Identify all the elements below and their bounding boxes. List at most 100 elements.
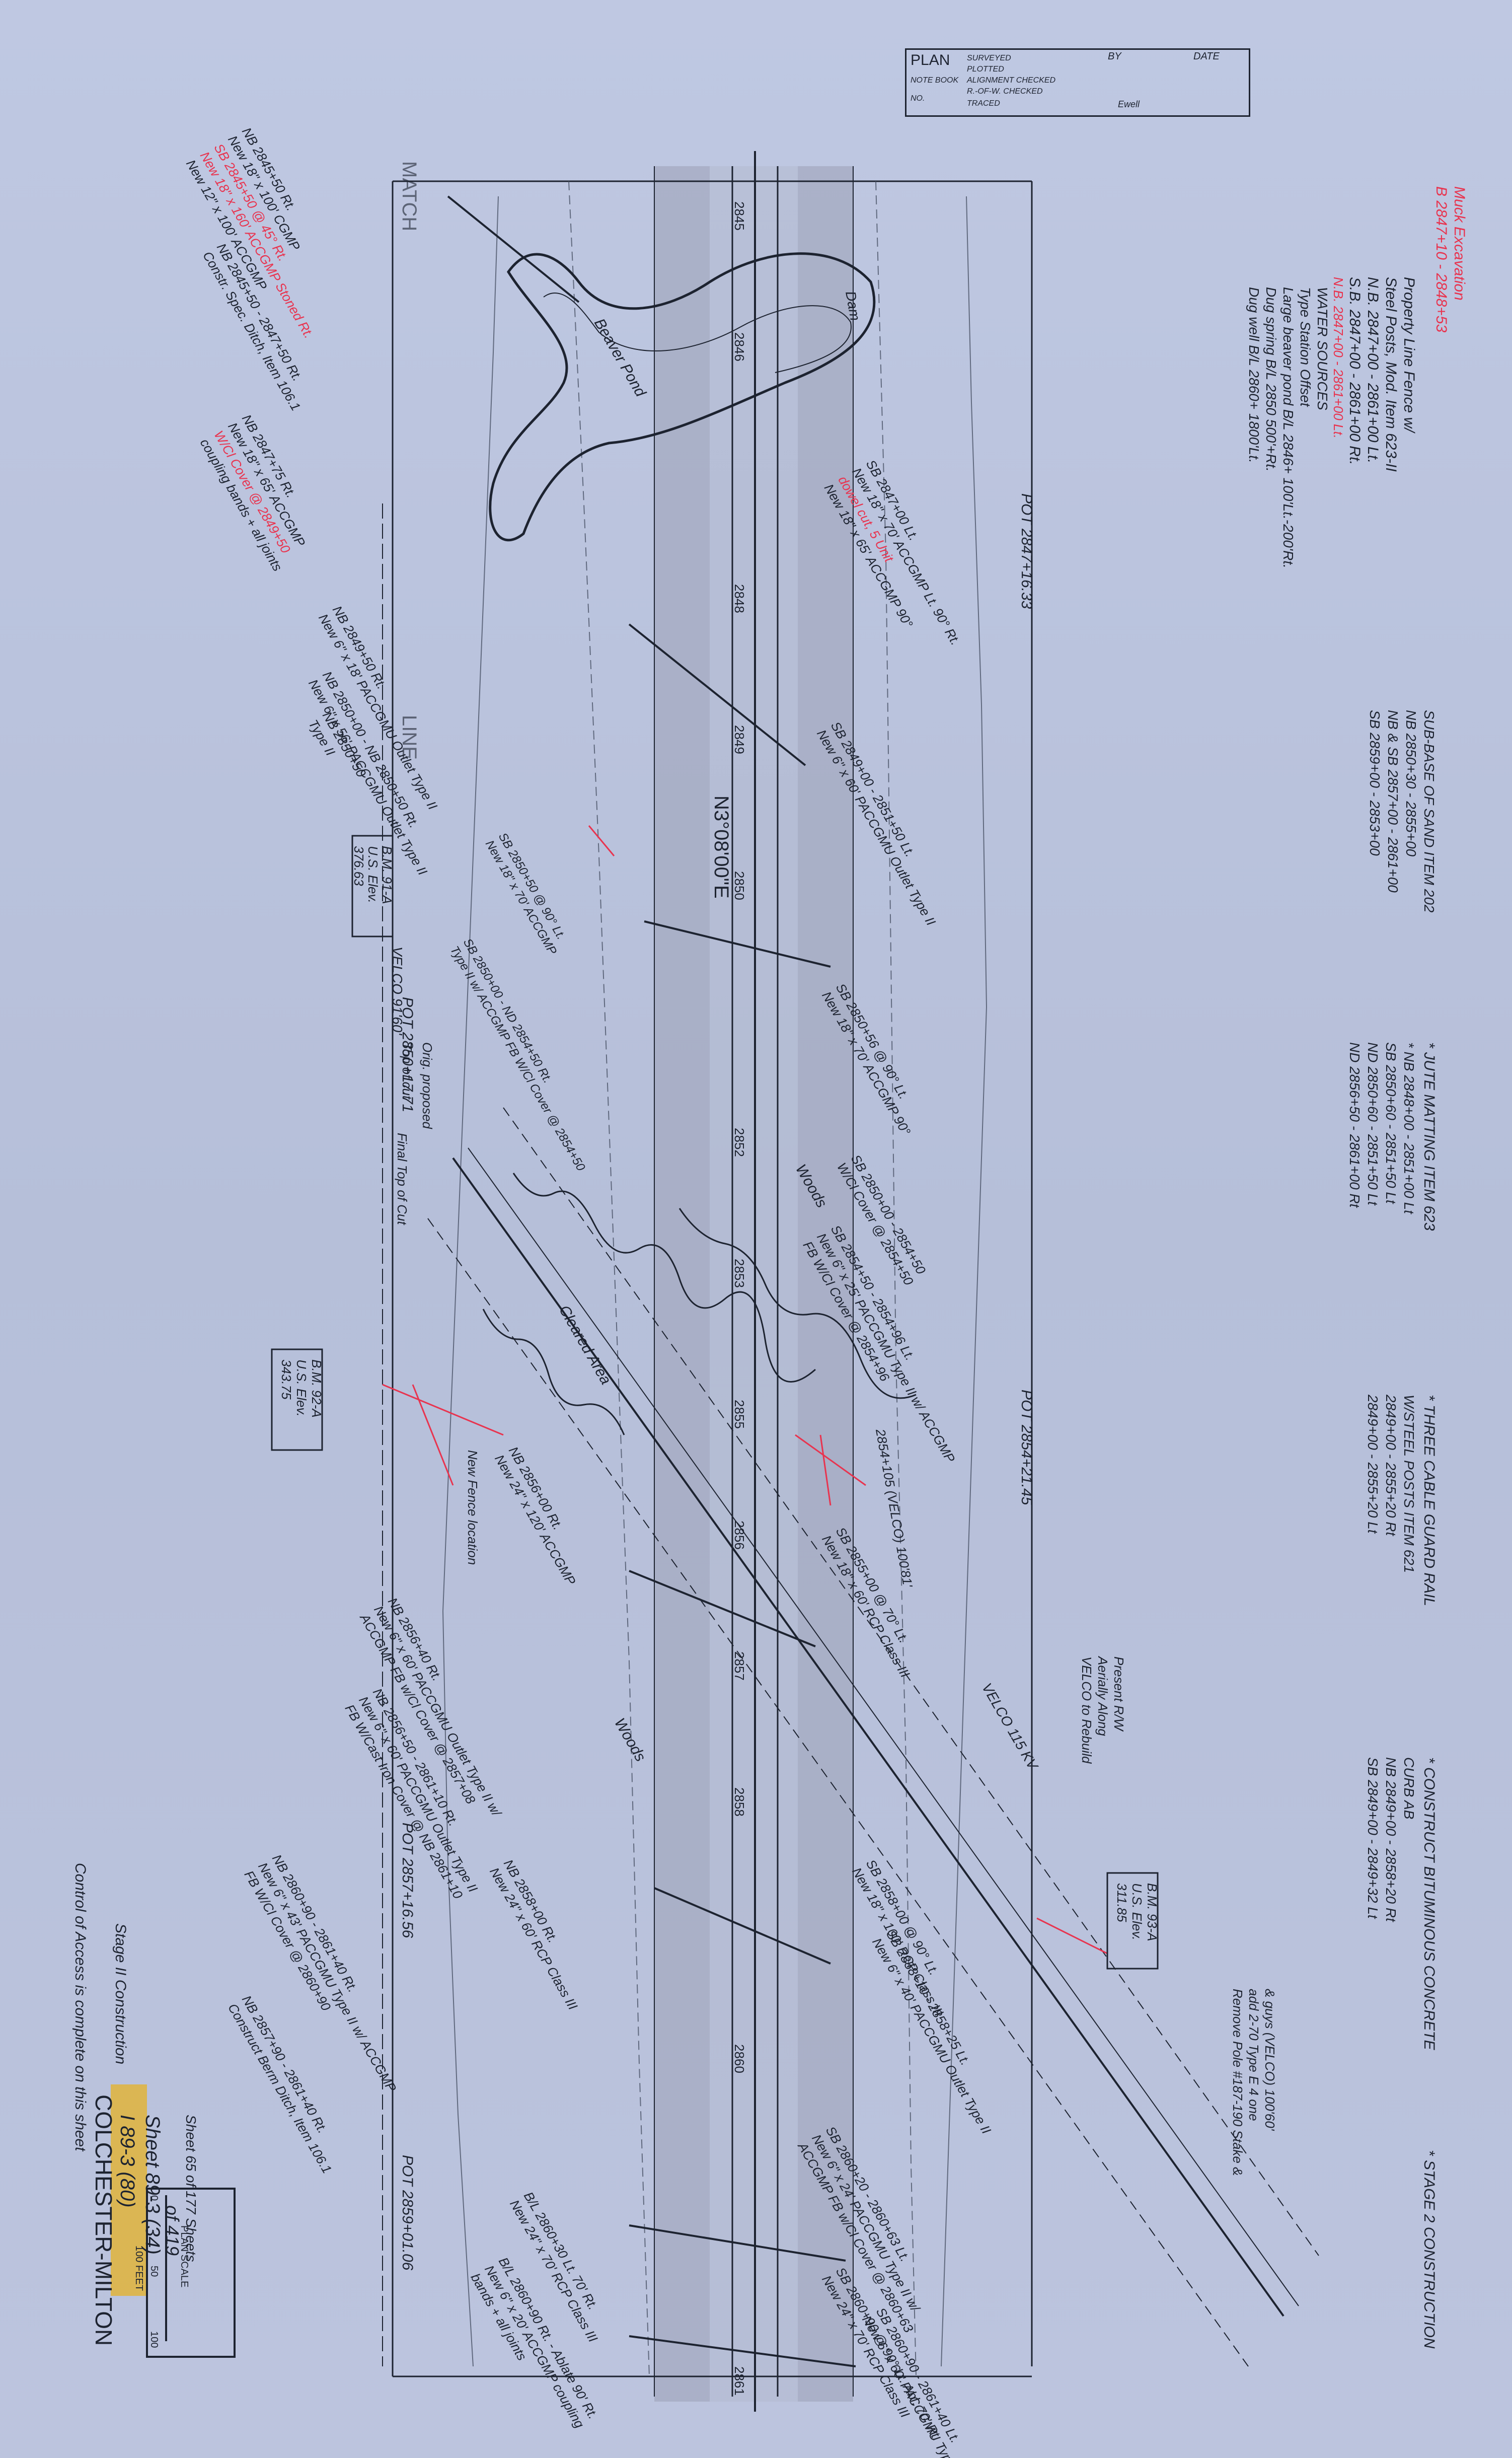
- note-left-7: SB 2850+50 @ 90° Lt. New 18" x 70' ACCGM…: [483, 831, 568, 958]
- velco-row: [427, 1107, 1319, 2367]
- cleared-area-label: Cleared Area: [556, 1303, 614, 1388]
- station-2857: 2857: [732, 1651, 747, 1681]
- svg-text:SB 2859+00 - 2853+00: SB 2859+00 - 2853+00: [1367, 710, 1383, 856]
- svg-text:Construct Berm Ditch, Item 106: Construct Berm Ditch, Item 106.1: [225, 2001, 335, 2176]
- svg-text:100 FEET: 100 FEET: [133, 2246, 144, 2291]
- note-left-14: NB 2857+90 - 2861+40 Rt. Construct Berm …: [225, 1993, 335, 2176]
- svg-text:* STAGE 2 CONSTRUCTION: * STAGE 2 CONSTRUCTION: [1421, 2150, 1438, 2349]
- svg-text:Type II w/ ACCGMP FB W/Cl Cove: Type II w/ ACCGMP FB W/Cl Cover @ 2854+5…: [447, 944, 588, 1174]
- bearing-label: N3°08'00"E: [710, 796, 732, 899]
- svg-text:U.S. Elev.: U.S. Elev.: [365, 846, 381, 903]
- note-left-8: SB 2850+00 - ND 2854+50 Rt. Type II w/ A…: [447, 936, 588, 1174]
- svg-text:50: 50: [148, 2266, 160, 2277]
- roadway-strip-right: [798, 166, 853, 2402]
- benchmark-92a: B.M. 92-A U.S. Elev. 343.75: [271, 1348, 324, 1451]
- alignment-lines: [382, 151, 1033, 2412]
- orig-proposed-label: Orig. proposed: [420, 1042, 435, 1130]
- plan-scale: PLAN SCALE 0 50 100 100 FEET: [133, 2195, 190, 2348]
- svg-text:Dug well B/L 2860+ 1800'Lt.: Dug well B/L 2860+ 1800'Lt.: [1246, 287, 1262, 463]
- svg-text:& guys (VELCO) 100'60': & guys (VELCO) 100'60': [1262, 1989, 1277, 2131]
- beaver-pond-label: Beaver Pond: [591, 316, 649, 400]
- new-fence-label: New Fence location: [465, 1450, 480, 1565]
- svg-text:311.85: 311.85: [1114, 1883, 1129, 1922]
- ditch-lines: [382, 825, 1108, 1955]
- svg-text:VELCO to Rebuild: VELCO to Rebuild: [1079, 1656, 1094, 1764]
- station-2861: 2861: [732, 2366, 747, 2396]
- svg-text:SB 2849+00 - 2849+32 Lt: SB 2849+00 - 2849+32 Lt: [1365, 1757, 1381, 1919]
- left-margin-notes: Control of Access is complete on this sh…: [72, 1863, 129, 2152]
- svg-text:NB & SB 2857+00 - 2861+00: NB & SB 2857+00 - 2861+00: [1385, 710, 1401, 893]
- title-date: DATE: [1193, 51, 1220, 62]
- svg-text:ND 2850+60 - 2851+50 Lt: ND 2850+60 - 2851+50 Lt: [1365, 1042, 1381, 1206]
- svg-text:Large beaver pond B/L 2846+: Large beaver pond B/L 2846+ 100'Lt.-200'…: [1280, 287, 1296, 568]
- svg-text:* THREE CABLE GUARD RAIL: * THREE CABLE GUARD RAIL: [1421, 1395, 1438, 1606]
- culvert-pipes: [447, 195, 856, 2367]
- svg-text:NB 2857+90 - 2861+40 Rt.: NB 2857+90 - 2861+40 Rt.: [239, 1993, 330, 2136]
- title-no: NO.: [911, 94, 925, 103]
- station-2850: 2850: [732, 871, 747, 900]
- svg-text:I 89-3 (80): I 89-3 (80): [116, 2115, 138, 2208]
- svg-text:U.S. Elev.: U.S. Elev.: [294, 1359, 309, 1417]
- station-2856: 2856: [732, 1521, 747, 1550]
- station-2845: 2845: [732, 201, 747, 231]
- station-2852: 2852: [732, 1128, 747, 1157]
- pot-label-4: POT 2857+16.56: [399, 1823, 416, 1938]
- svg-text:S.B. 2847+00 - 2861+00 Rt.: S.B. 2847+00 - 2861+00 Rt.: [1346, 277, 1363, 465]
- note-left-1: NB 2845+50 Rt. New 18" x 100' CGMP SB 28…: [183, 125, 317, 341]
- station-2848: 2848: [732, 584, 747, 613]
- svg-text:0: 0: [148, 2195, 160, 2201]
- scale-box: [146, 2188, 236, 2358]
- svg-text:Muck Excavation: Muck Excavation: [1451, 186, 1468, 301]
- velco-rebuild-label: VELCO to Rebuild Aerially Along Present …: [1079, 1655, 1126, 1764]
- woods-label-2: Woods: [611, 1715, 649, 1764]
- svg-text:U.S. Elev.: U.S. Elev.: [1129, 1883, 1145, 1940]
- title-note-book: NOTE BOOK: [911, 76, 959, 85]
- svg-text:B.M. 92-A: B.M. 92-A: [309, 1359, 324, 1418]
- station-2860: 2860: [732, 2044, 747, 2073]
- svg-text:Stage II Construction: Stage II Construction: [112, 1923, 129, 2064]
- svg-text:376.63: 376.63: [351, 846, 366, 886]
- svg-text:PLAN SCALE: PLAN SCALE: [179, 2225, 190, 2287]
- station-2858: 2858: [732, 1787, 747, 1817]
- construction-lines: [442, 181, 988, 2377]
- svg-text:Type Station Offset: Type Station Offset: [1298, 287, 1313, 407]
- svg-text:343.75: 343.75: [279, 1359, 294, 1400]
- note-left-12: NB 2858+00 Rt. New 24" x 60' RCP Class I…: [487, 1857, 580, 2012]
- svg-text:add 2-70 Type E 4 one: add 2-70 Type E 4 one: [1246, 1989, 1261, 2121]
- top-of-cut-label: Top of cut: [400, 1042, 415, 1100]
- station-2846: 2846: [732, 332, 747, 362]
- svg-text:SB 2850+60 - 2851+50 Lt: SB 2850+60 - 2851+50 Lt: [1383, 1042, 1399, 1204]
- svg-text:SUB-BASE OF SAND ITEM 202: SUB-BASE OF SAND ITEM 202: [1421, 710, 1437, 913]
- traced-by: Ewell: [1118, 99, 1140, 109]
- pot-label-2: POT 2854+21.45: [1018, 1390, 1035, 1505]
- svg-text:Present R/W: Present R/W: [1111, 1656, 1126, 1732]
- svg-text:Steel Posts, Mod. Item 623-II: Steel Posts, Mod. Item 623-II: [1383, 277, 1399, 472]
- station-2855: 2855: [732, 1400, 747, 1429]
- svg-text:B.M. 93-A: B.M. 93-A: [1145, 1883, 1160, 1941]
- svg-text:N.B. 2847+00 - 2861+00 Lt.: N.B. 2847+00 - 2861+00 Lt.: [1365, 277, 1381, 463]
- svg-text:B 2847+10 - 2848+53: B 2847+10 - 2848+53: [1433, 186, 1450, 333]
- median-strip: [710, 166, 798, 2402]
- svg-text:* NB 2848+00 - 2851+00 Lt: * NB 2848+00 - 2851+00 Lt: [1401, 1042, 1417, 1214]
- svg-text:W/STEEL POSTS ITEM 621: W/STEEL POSTS ITEM 621: [1401, 1395, 1417, 1573]
- note-left-9: NB 2856+00 Rt. New 24" x 120' ACCGMP: [492, 1444, 579, 1588]
- svg-text:Dug spring B/L 2850 500'+Rt.: Dug spring B/L 2850 500'+Rt.: [1263, 287, 1279, 472]
- svg-text:New 24" x 60' RCP Class III: New 24" x 60' RCP Class III: [487, 1865, 580, 2012]
- pot-label-1: POT 2847+16.33: [1018, 493, 1035, 609]
- remove-poles-label: Remove Pole #187-190 Stake & add 2-70 Ty…: [1230, 1989, 1277, 2176]
- velco-label-1: VELCO 91'60': [390, 947, 405, 1036]
- svg-text:N.B. 2847+00 - 2861+00 Lt.: N.B. 2847+00 - 2861+00 Lt.: [1331, 277, 1346, 439]
- beaver-pond: [489, 252, 876, 542]
- benchmark-91a: B.M. 91-A U.S. Elev. 376.63: [351, 835, 395, 937]
- velco-power-line: [452, 1147, 1299, 2317]
- svg-text:* CONSTRUCT BITUMINOUS CONCRET: * CONSTRUCT BITUMINOUS CONCRETE: [1421, 1757, 1438, 2051]
- title-by: BY: [1108, 51, 1121, 62]
- title-plan: PLAN: [911, 52, 950, 68]
- line-label: LINE: [398, 715, 420, 760]
- benchmark-93a: B.M. 93-A U.S. Elev. 311.85: [1106, 1872, 1160, 1970]
- notes-upper-right: Muck Excavation B 2847+10 - 2848+53 Prop…: [1246, 186, 1468, 2349]
- svg-text:Control of Access is complete: Control of Access is complete on this sh…: [72, 1863, 89, 2152]
- match-label: MATCH: [398, 161, 420, 231]
